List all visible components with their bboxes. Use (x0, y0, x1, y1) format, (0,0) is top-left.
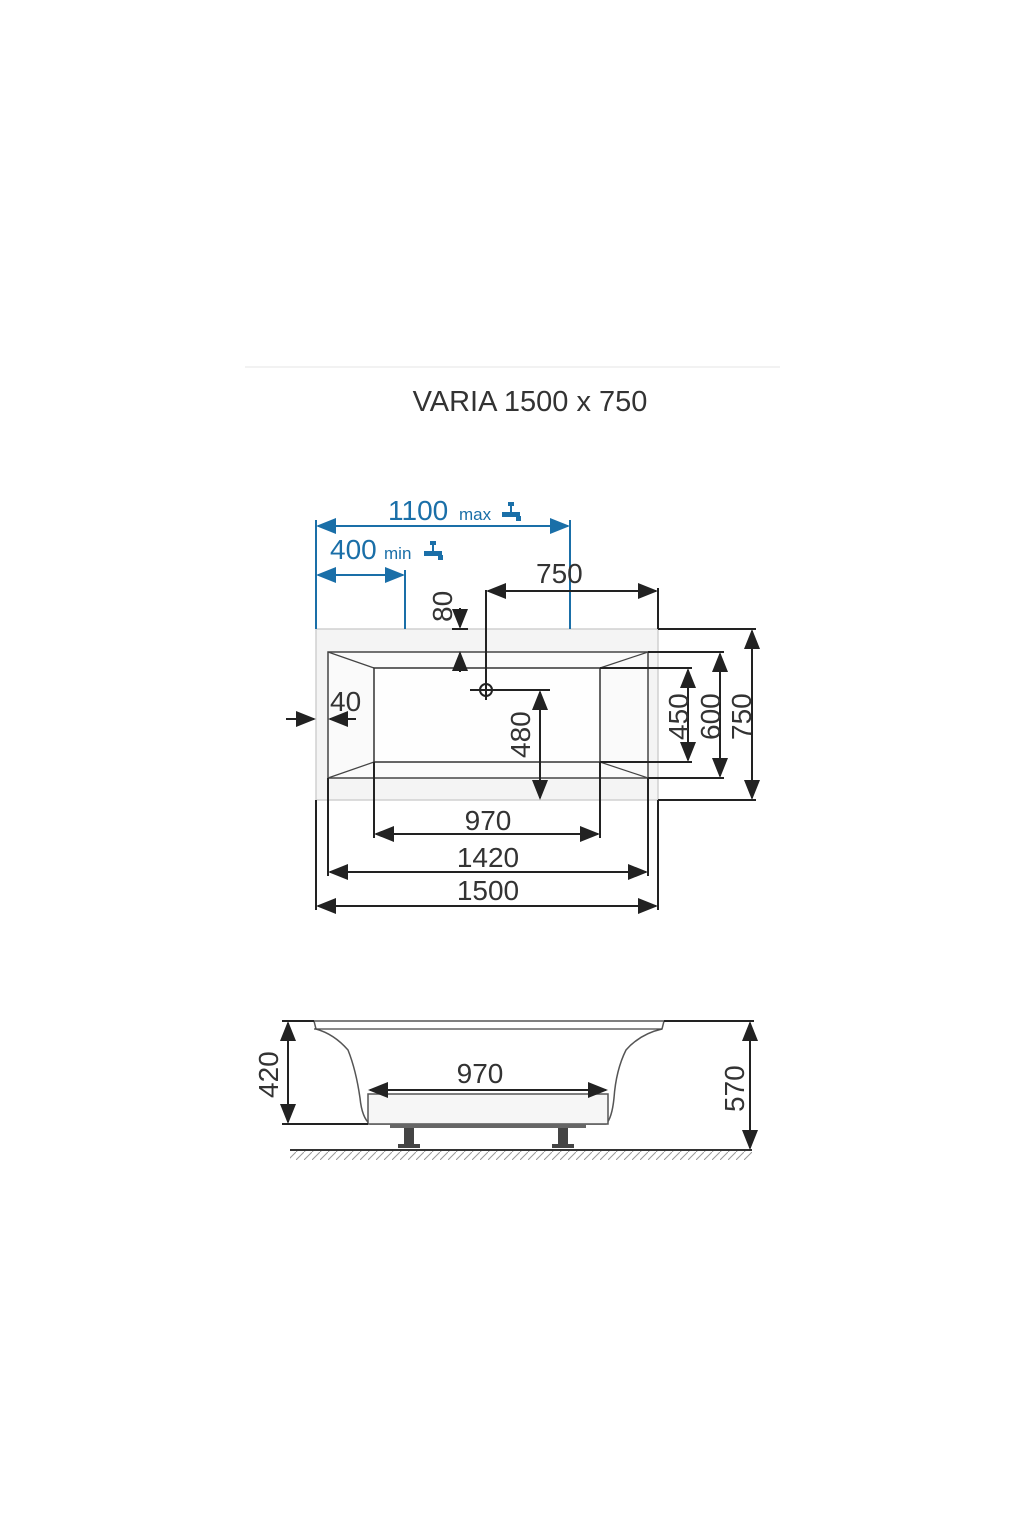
drain-offset-label: 750 (536, 558, 583, 589)
faucet-min-value: 400 (330, 534, 377, 565)
bottom-length-label: 970 (457, 1058, 504, 1089)
tub-foot (398, 1144, 420, 1148)
faucet-icon (424, 541, 443, 560)
tub-foot (404, 1128, 414, 1146)
inner-width-small-label: 450 (663, 693, 694, 740)
faucet-min-suffix: min (384, 544, 411, 563)
drain-from-edge-label: 80 (427, 591, 458, 622)
drawing-title: VARIA 1500 x 750 (413, 386, 648, 418)
depth-label: 420 (253, 1051, 284, 1098)
tub-foot (558, 1128, 568, 1146)
side-view: 970 420 570 (253, 1020, 758, 1160)
inner-length-label: 970 (465, 805, 512, 836)
faucet-max-value: 1100 (388, 495, 448, 526)
tub-foot (390, 1124, 586, 1128)
drain-to-side-label: 480 (505, 711, 536, 758)
floor-hatch (290, 1151, 752, 1160)
top-view: 1100 max 400 min 750 80 480 (286, 495, 760, 914)
outer-width-label: 750 (726, 693, 757, 740)
faucet-icon (502, 502, 521, 521)
outer-length-label: 1500 (457, 875, 519, 906)
rim-width-label: 40 (330, 686, 361, 717)
faucet-max-suffix: max (459, 505, 492, 524)
tub-base (367, 1093, 609, 1125)
tub-foot (552, 1144, 574, 1148)
inner-width-mid-label: 600 (695, 693, 726, 740)
height-label: 570 (719, 1065, 750, 1112)
inner-rim-length-label: 1420 (457, 842, 519, 873)
